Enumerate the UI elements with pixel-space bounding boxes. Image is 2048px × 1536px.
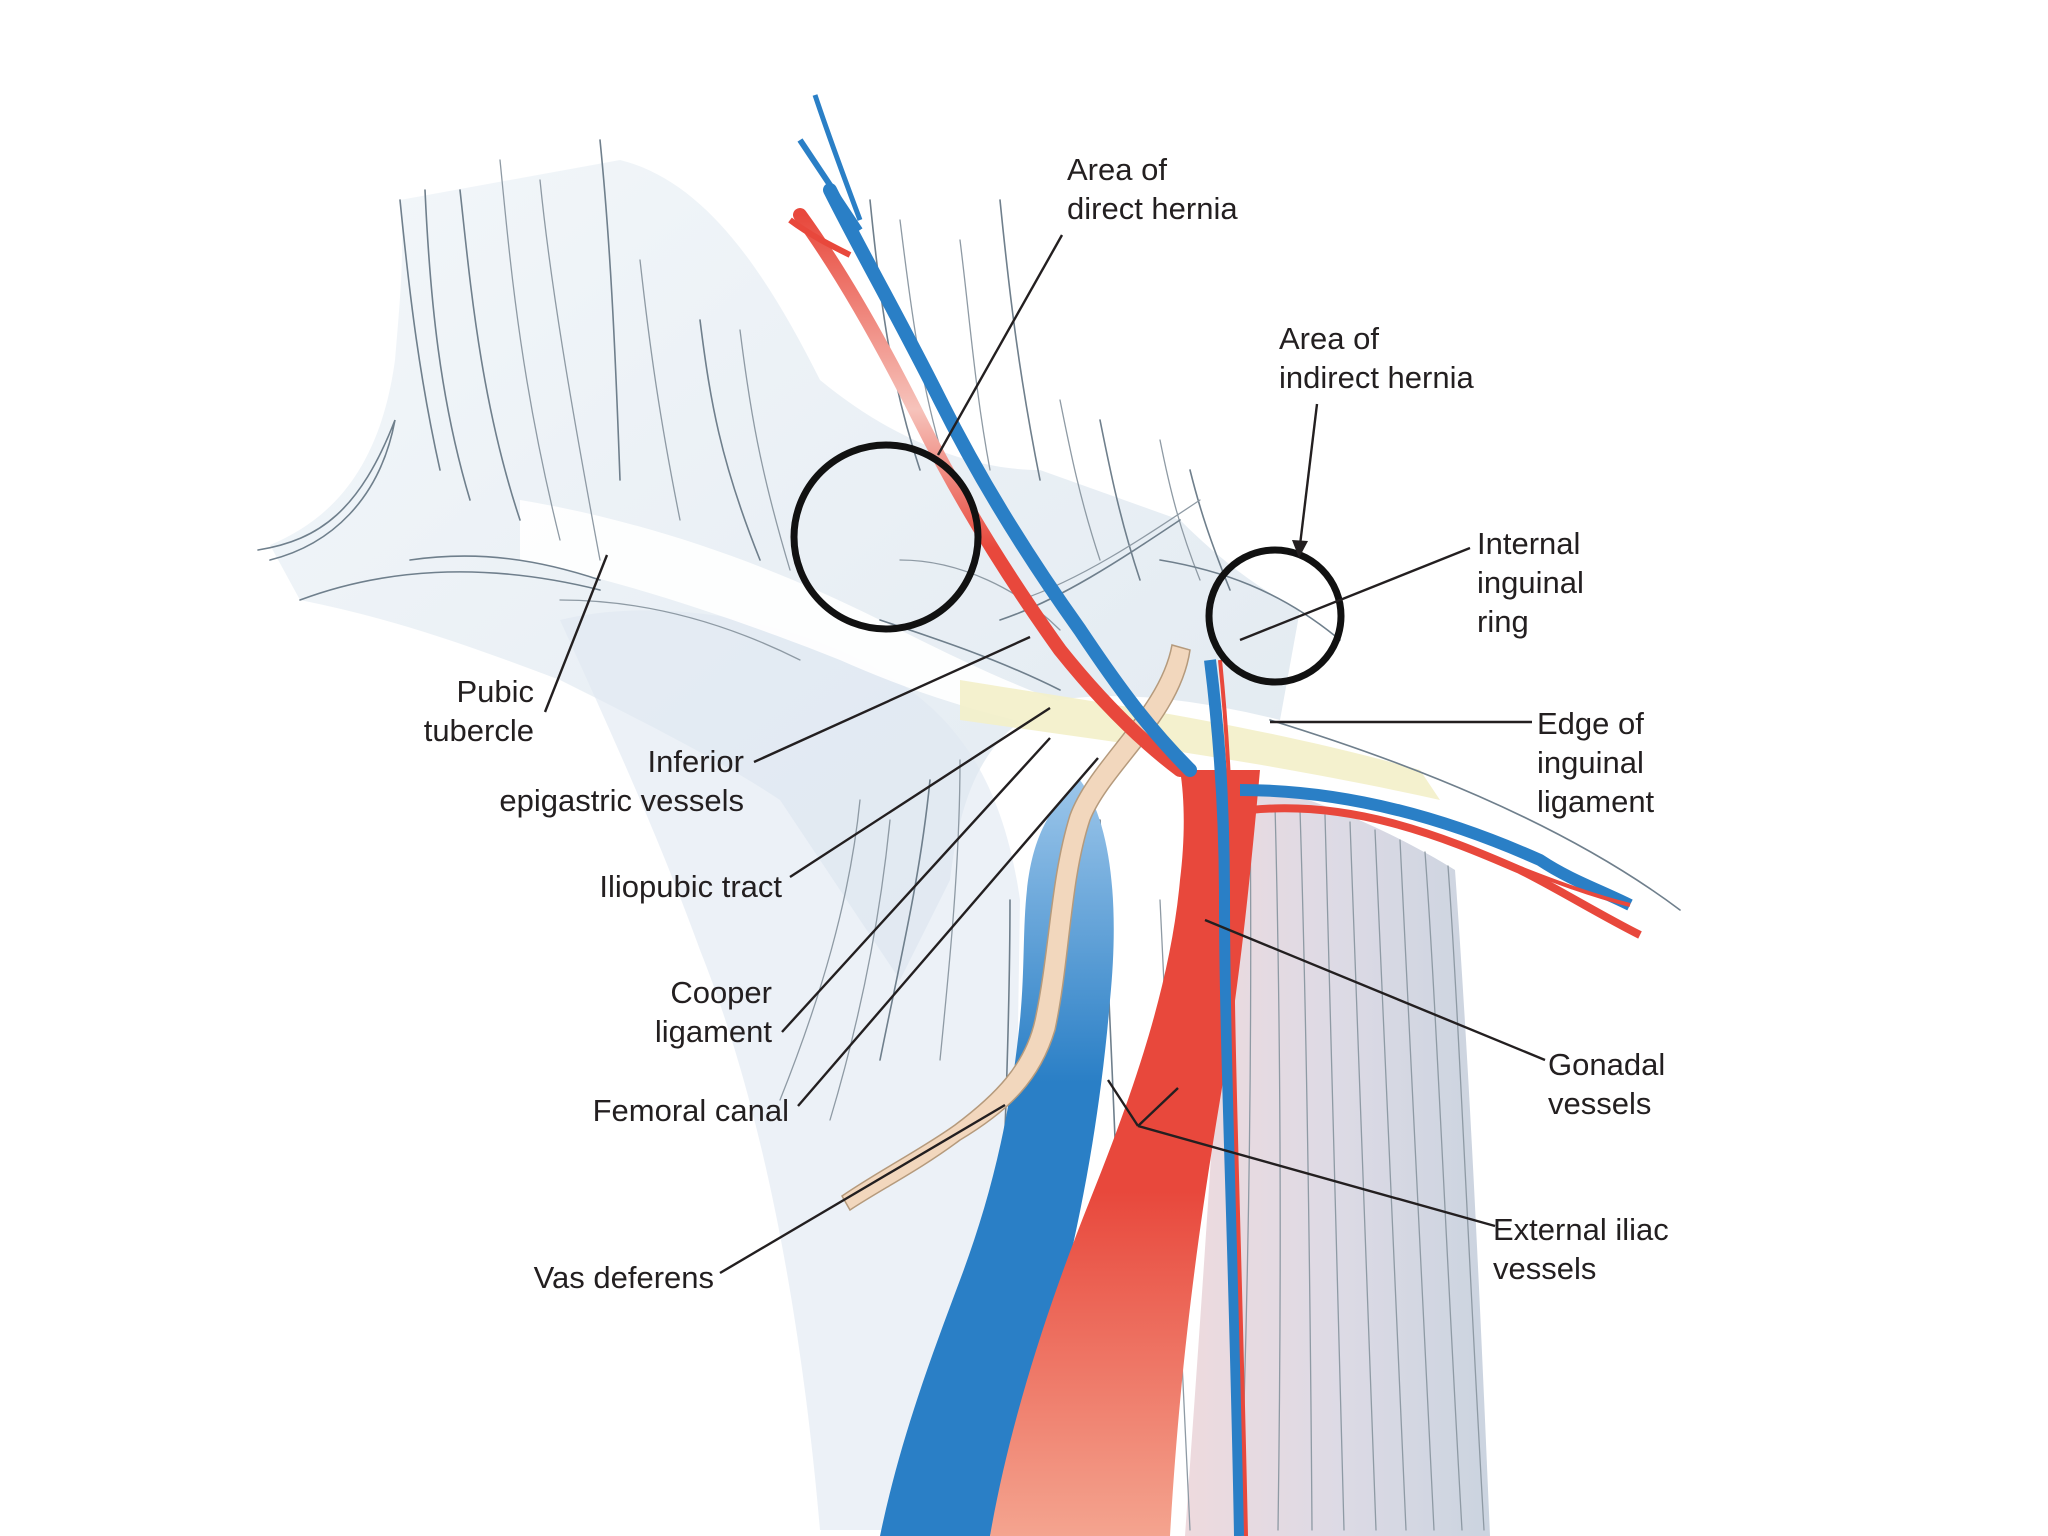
indirect-hernia-circle xyxy=(1205,546,1345,686)
iliopsoas-muscle xyxy=(1185,780,1490,1536)
label-pubic-tubercle-line1: Pubic xyxy=(456,674,534,709)
label-inferior-epigastric-line1: Inferior xyxy=(648,744,744,779)
label-cooper-ligament-line2: ligament xyxy=(655,1014,773,1049)
inguinal-ligament-band xyxy=(960,680,1440,800)
label-indirect-hernia-line2: indirect hernia xyxy=(1279,360,1474,395)
label-cooper-ligament-line1: Cooper xyxy=(670,975,772,1010)
label-femoral-canal: Femoral canal xyxy=(593,1093,789,1128)
gonadal-vessels xyxy=(1204,659,1642,1536)
label-inferior-epigastric-line2: epigastric vessels xyxy=(499,783,744,818)
leader-lines xyxy=(543,234,1546,1275)
label-pubic-tubercle-line2: tubercle xyxy=(424,713,534,748)
label-inferior-epigastric: Inferior epigastric vessels xyxy=(499,744,744,818)
label-external-iliac-line2: vessels xyxy=(1493,1251,1596,1286)
label-direct-hernia: Area of direct hernia xyxy=(1067,152,1238,226)
label-external-iliac: External iliac vessels xyxy=(1493,1212,1669,1286)
label-internal-ring-line1: Internal xyxy=(1477,526,1580,561)
label-direct-hernia-line2: direct hernia xyxy=(1067,191,1238,226)
direct-hernia-circle xyxy=(790,441,982,633)
label-vas-deferens: Vas deferens xyxy=(534,1260,714,1295)
transversalis-fascia xyxy=(270,160,1300,1530)
label-femoral-canal-line1: Femoral canal xyxy=(593,1093,789,1128)
label-pubic-tubercle: Pubic tubercle xyxy=(424,674,534,748)
label-vas-deferens-line1: Vas deferens xyxy=(534,1260,714,1295)
label-gonadal-line1: Gonadal xyxy=(1548,1047,1665,1082)
label-direct-hernia-line1: Area of xyxy=(1067,152,1167,187)
label-internal-ring: Internal inguinal ring xyxy=(1477,526,1584,639)
label-gonadal: Gonadal vessels xyxy=(1548,1047,1665,1121)
label-external-iliac-line1: External iliac xyxy=(1493,1212,1669,1247)
label-iliopubic-tract: Iliopubic tract xyxy=(599,869,782,904)
label-edge-ligament-line3: ligament xyxy=(1537,784,1655,819)
label-edge-ligament-line1: Edge of xyxy=(1537,706,1644,741)
label-cooper-ligament: Cooper ligament xyxy=(655,975,773,1049)
label-internal-ring-line3: ring xyxy=(1477,604,1529,639)
label-iliopubic-tract-line1: Iliopubic tract xyxy=(599,869,782,904)
label-edge-ligament: Edge of inguinal ligament xyxy=(1537,706,1655,819)
label-edge-ligament-line2: inguinal xyxy=(1537,745,1644,780)
label-indirect-hernia: Area of indirect hernia xyxy=(1279,321,1474,395)
label-indirect-hernia-line1: Area of xyxy=(1279,321,1379,356)
inguinal-ligament-edge xyxy=(1269,719,1681,911)
external-iliac-artery xyxy=(990,770,1260,1536)
vas-deferens xyxy=(841,644,1191,1212)
label-internal-ring-line2: inguinal xyxy=(1477,565,1584,600)
label-gonadal-line2: vessels xyxy=(1548,1086,1651,1121)
